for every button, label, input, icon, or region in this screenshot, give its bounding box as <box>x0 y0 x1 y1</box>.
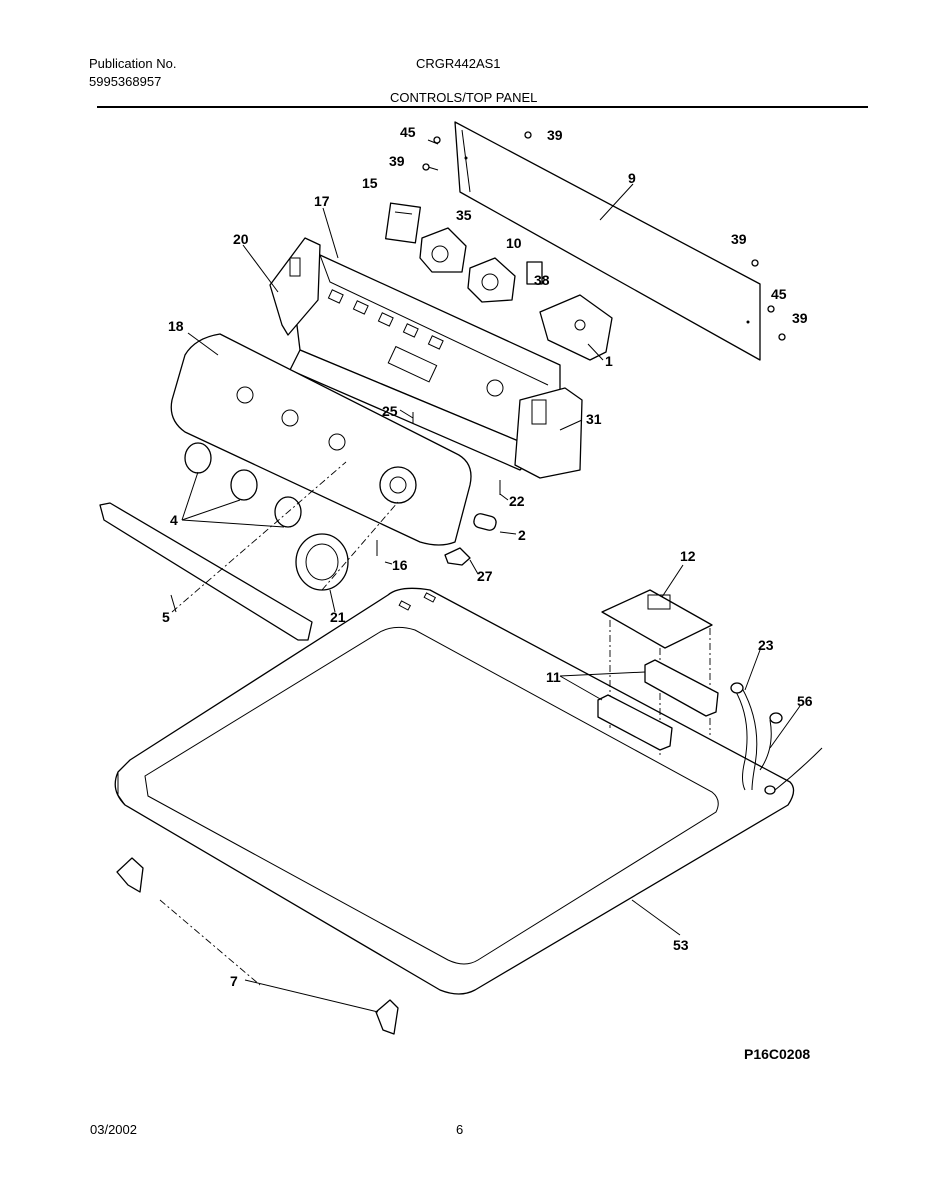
selector-switch-part <box>419 227 467 273</box>
plug-part <box>444 513 497 566</box>
callout-38: 38 <box>534 272 550 288</box>
switch-part <box>384 202 422 244</box>
screws <box>422 131 786 341</box>
callout-11: 11 <box>546 669 561 685</box>
callout-31: 31 <box>586 411 602 427</box>
knobs-part <box>181 442 302 528</box>
board-brackets-part <box>597 659 719 751</box>
figure-code: P16C0208 <box>744 1046 811 1062</box>
callout-16: 16 <box>392 557 408 573</box>
section-title: CONTROLS/TOP PANEL <box>390 90 538 105</box>
callout-17: 17 <box>314 193 330 209</box>
callout-15: 15 <box>362 175 378 191</box>
callout-35: 35 <box>456 207 472 223</box>
callout-39b: 39 <box>389 153 405 169</box>
right-end-cap-part <box>514 387 583 479</box>
callout-45b: 45 <box>771 286 787 302</box>
left-end-cap-part <box>269 237 321 336</box>
callout-23: 23 <box>758 637 774 653</box>
control-console-part <box>289 254 561 471</box>
callout-5: 5 <box>162 609 170 625</box>
rear-panel-part <box>454 121 761 361</box>
ring-part <box>295 501 399 591</box>
callout-10: 10 <box>506 235 522 251</box>
module-part <box>539 294 613 361</box>
callout-27: 27 <box>477 568 493 584</box>
front-console-panel-part <box>170 333 472 546</box>
leader-lines <box>170 183 801 1013</box>
callout-1: 1 <box>605 353 613 369</box>
callout-39a: 39 <box>547 127 563 143</box>
callout-18: 18 <box>168 318 184 334</box>
callout-39c: 39 <box>731 231 747 247</box>
control-switch-part <box>467 257 516 303</box>
callout-20: 20 <box>233 231 249 247</box>
publication-label: Publication No. <box>89 56 177 71</box>
callout-9: 9 <box>628 170 636 186</box>
top-panel-part <box>114 587 795 995</box>
page-number: 6 <box>456 1122 464 1137</box>
callout-45a: 45 <box>400 124 416 140</box>
bracket-part <box>526 261 543 285</box>
publication-number: 5995368957 <box>89 74 162 89</box>
callout-7: 7 <box>230 973 238 989</box>
callout-53: 53 <box>673 937 689 953</box>
callout-21: 21 <box>330 609 346 625</box>
callout-22: 22 <box>509 493 525 509</box>
callout-4: 4 <box>170 512 178 528</box>
callout-25: 25 <box>382 403 398 419</box>
model-number: CRGR442AS1 <box>416 56 501 71</box>
callout-2: 2 <box>518 527 526 543</box>
callout-39d: 39 <box>792 310 808 326</box>
hinge-parts <box>116 857 399 1035</box>
callout-12: 12 <box>680 548 696 564</box>
trim-strip-part <box>99 461 347 641</box>
header-divider <box>97 106 868 108</box>
callout-56: 56 <box>797 693 813 709</box>
wire-harness-part <box>730 682 823 795</box>
footer-date: 03/2002 <box>90 1122 137 1137</box>
